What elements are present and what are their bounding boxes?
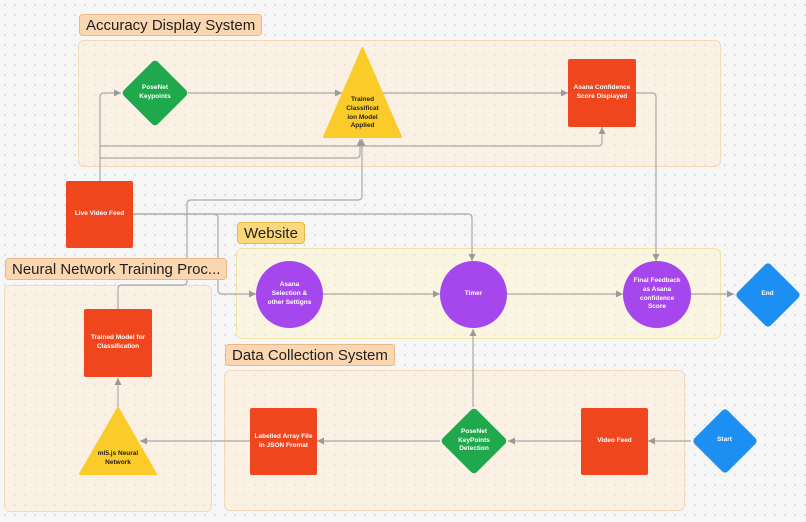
video-feed-node[interactable]: Video Feed <box>581 408 648 475</box>
trained-model-applied-label: Trained Classificat ion Model Applied <box>346 96 379 130</box>
live-video-feed-node[interactable]: Live Video Feed <box>66 181 133 248</box>
accuracy-display-title: Accuracy Display System <box>79 14 263 36</box>
data-collection-title: Data Collection System <box>225 344 395 366</box>
website-title: Website <box>237 222 305 244</box>
start-node[interactable]: Start <box>691 407 758 474</box>
posenet-keypoints-label: PoseNet Keypoints <box>139 84 171 100</box>
end-node[interactable]: End <box>734 261 801 328</box>
trained-model-classification-node[interactable]: Trained Model for Classification <box>84 309 152 377</box>
posenet-detection-label: PoseNet KeyPoints Detection <box>458 427 490 453</box>
timer-node[interactable]: Timer <box>440 261 507 328</box>
ml5-network-shape <box>79 407 157 475</box>
ml5-network-label: ml5.js Neural Network <box>97 450 139 466</box>
end-label: End <box>761 290 774 298</box>
posenet-detection-node[interactable]: PoseNet KeyPoints Detection <box>440 407 508 475</box>
trained-model-applied-node[interactable]: Trained Classificat ion Model Applied <box>322 46 403 139</box>
start-label: Start <box>717 436 732 444</box>
trained-model-applied-shape <box>323 47 402 138</box>
posenet-keypoints-node[interactable]: PoseNet Keypoints <box>121 59 189 127</box>
asana-selection-node[interactable]: Asana Selection & other Settigns <box>256 261 323 328</box>
neural-network-title: Neural Network Training Proc... <box>5 258 228 280</box>
ml5-network-node[interactable]: ml5.js Neural Network <box>78 406 158 476</box>
asana-confidence-displayed-node[interactable]: Asana Confidence Score Displayed <box>568 59 636 127</box>
labelled-array-node[interactable]: Labelled Array File in JSON Fromat <box>250 408 317 475</box>
final-feedback-node[interactable]: Final Feedback as Asana confidence Score <box>623 261 691 328</box>
